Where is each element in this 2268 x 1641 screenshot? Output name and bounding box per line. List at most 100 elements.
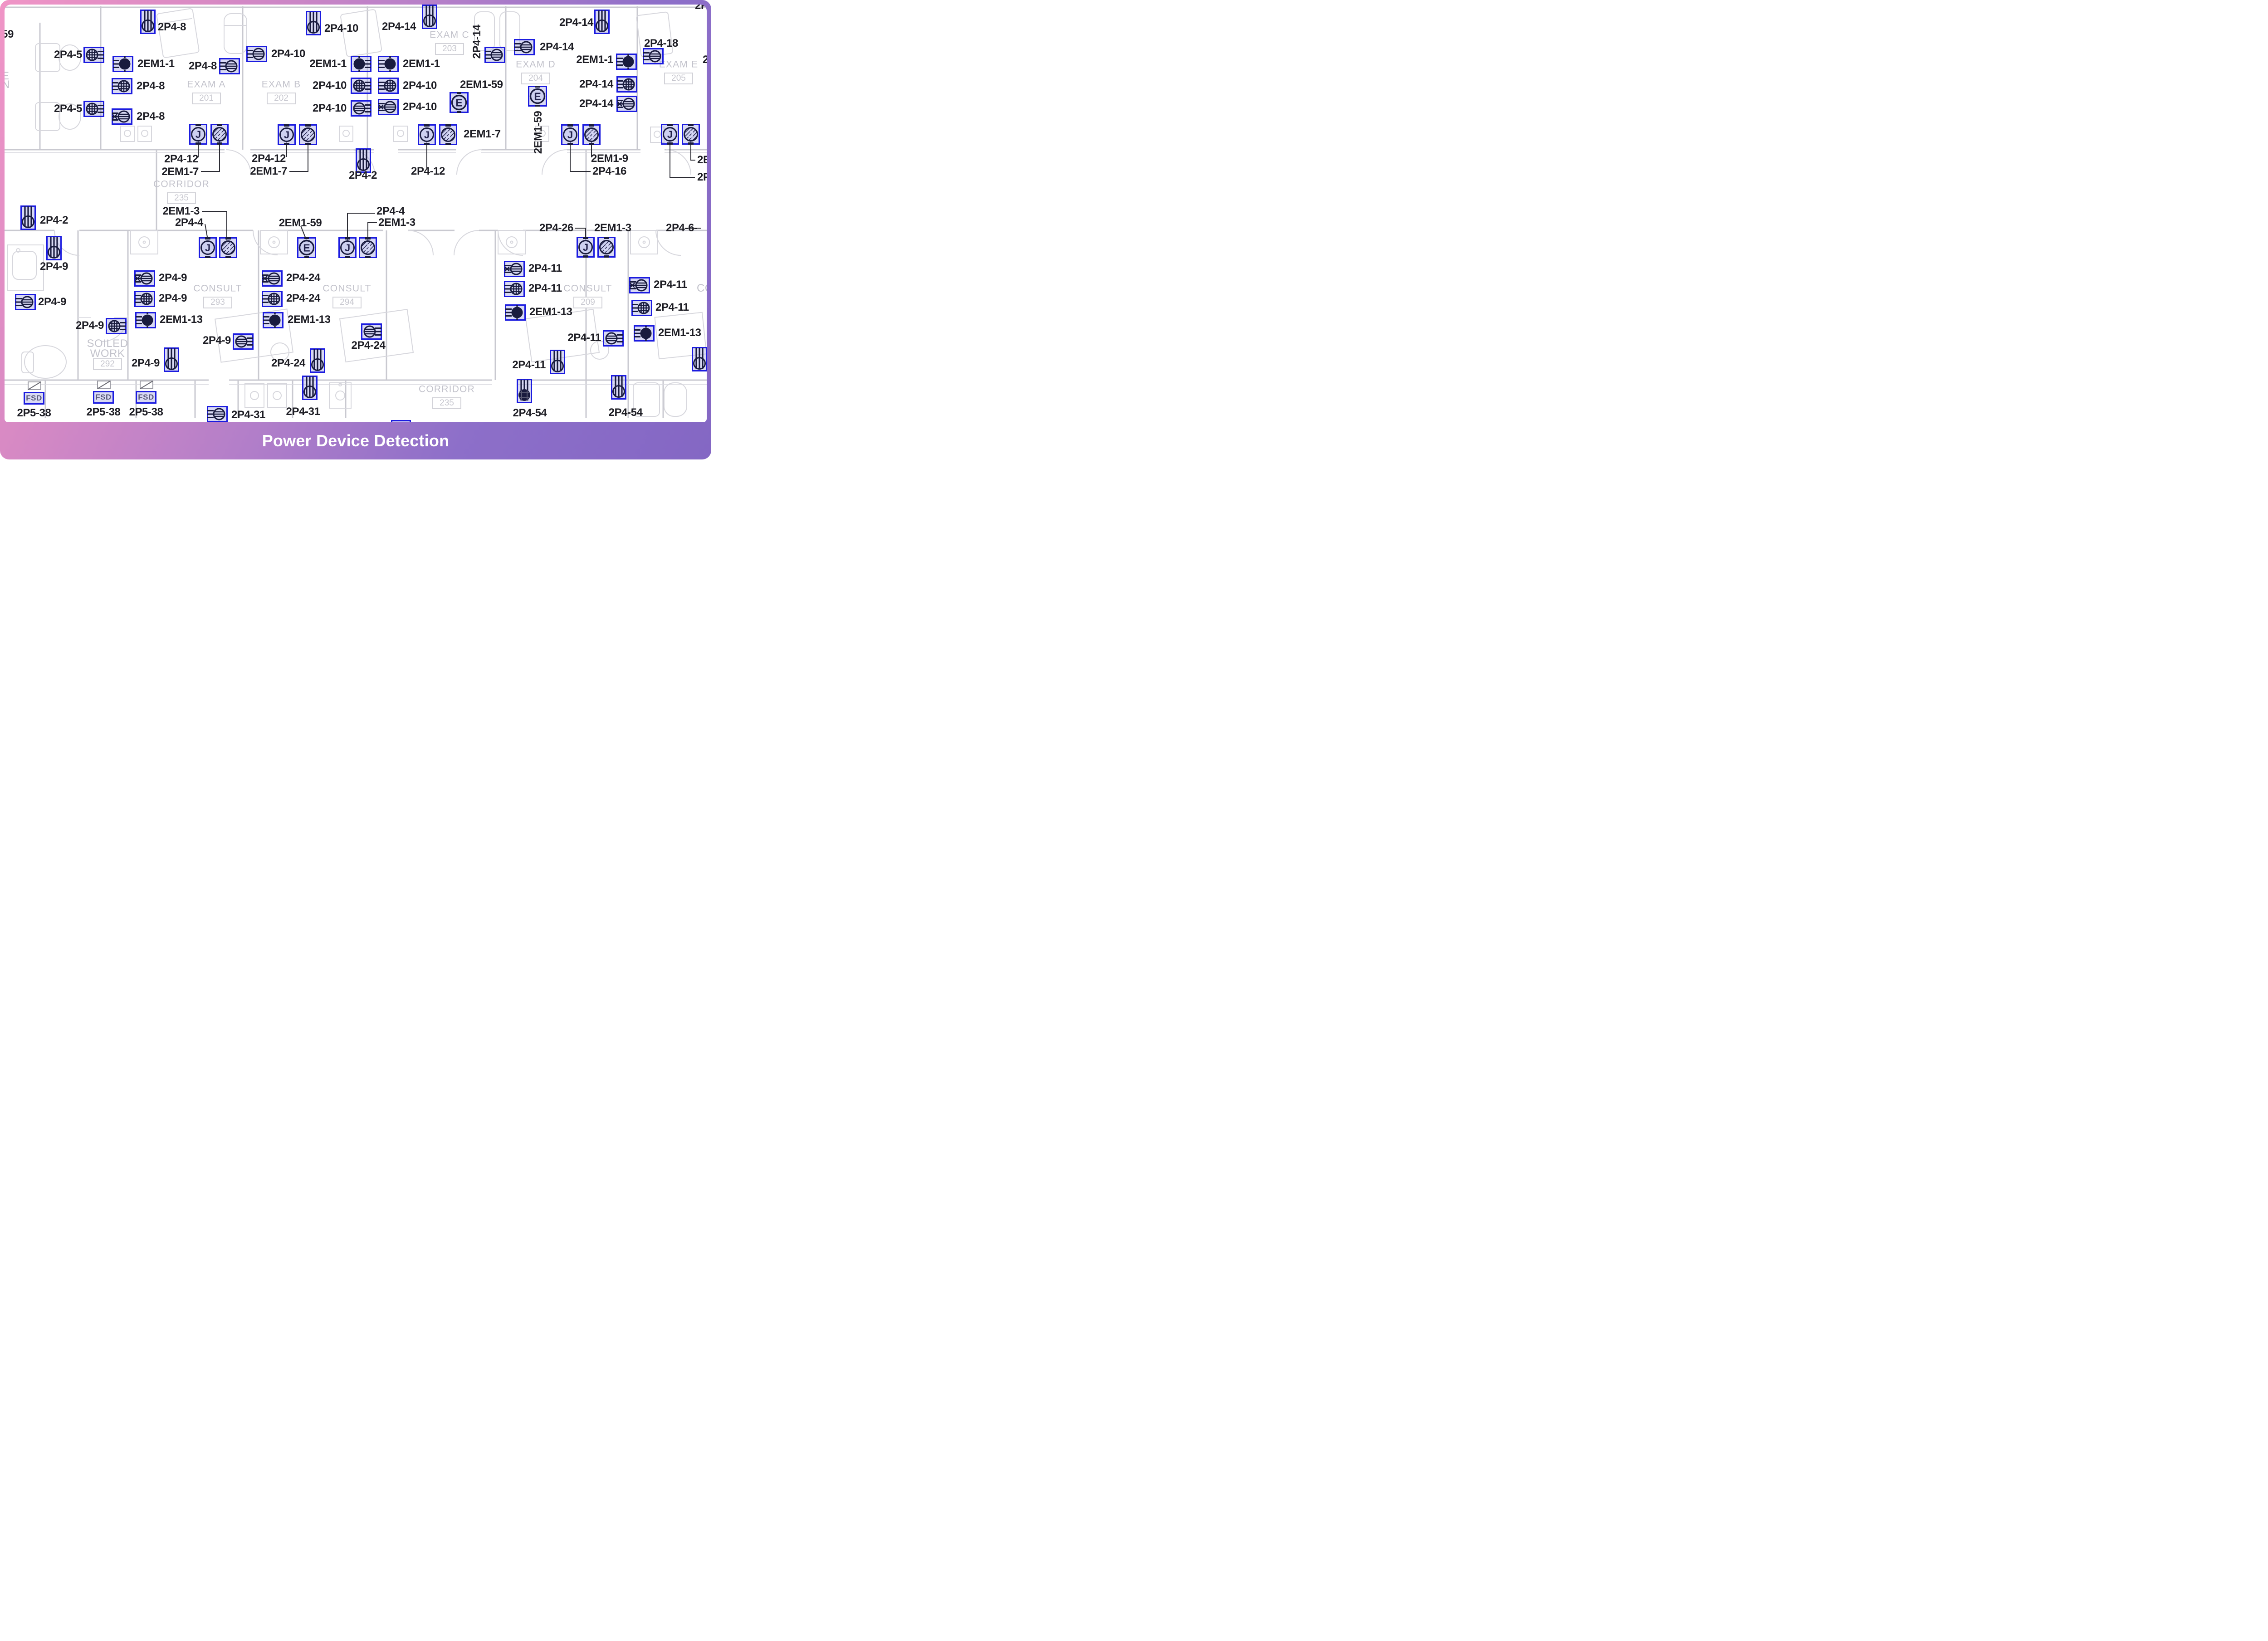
svg-text:E: E — [534, 91, 541, 103]
quad-receptacle-symbol — [83, 47, 104, 63]
room-label: CORRIDOR — [153, 179, 210, 190]
svg-text:E: E — [455, 97, 462, 109]
junction-box-symbol: J — [338, 237, 357, 258]
circuit-label: 2P4-24 — [351, 339, 386, 352]
circuit-label: 2P4-8 — [137, 110, 165, 122]
svg-text:J: J — [225, 242, 231, 254]
partial-room-label: CO — [697, 282, 707, 294]
room-label: CORRIDOR — [419, 384, 475, 395]
circuit-label: 2P4-8 — [158, 21, 186, 33]
junction-box-symbol: J — [199, 237, 217, 258]
fire-smoke-damper-symbol: FSD — [93, 381, 114, 404]
circuit-label: 2 — [703, 54, 707, 66]
junction-box-symbol: J — [661, 124, 679, 145]
ceiling-outlet-symbol — [611, 375, 626, 400]
emergency-receptacle-symbol — [351, 56, 371, 72]
svg-text:J: J — [217, 129, 222, 140]
circuit-label: 2P4-8 — [188, 60, 217, 72]
duplex-receptacle-x-symbol — [134, 270, 155, 287]
junction-box-hatched-symbol: J — [210, 124, 229, 145]
caption-bar: Power Device Detection — [0, 422, 711, 459]
junction-box-hatched-symbol: J — [597, 237, 616, 258]
circuit-label: 2P4-14 — [471, 24, 483, 59]
junction-box-symbol: J — [418, 124, 436, 145]
circuit-label: 2P4-9 — [131, 357, 160, 369]
circuit-label: 2P4-14 — [579, 78, 613, 90]
junction-box-hatched-symbol: J — [219, 237, 237, 258]
emergency-receptacle-symbol — [135, 312, 156, 328]
partial-device-box — [391, 420, 411, 422]
junction-box-hatched-symbol: J — [682, 124, 700, 145]
circuit-label: 2P4-11 — [655, 301, 689, 313]
room-number: 202 — [267, 93, 296, 104]
circuit-label: 2P4-9 — [39, 260, 68, 273]
ceiling-outlet-symbol — [302, 376, 318, 400]
circuit-label: 2P4-6- — [666, 222, 698, 234]
room-number: 294 — [332, 297, 362, 308]
circuit-label: 2P4-10 — [403, 101, 437, 113]
circuit-label: 2P4-11 — [528, 282, 562, 294]
circuit-label: 2P4-11 — [567, 332, 601, 344]
circuit-label: 2P — [697, 171, 707, 183]
svg-text:J: J — [305, 129, 311, 141]
emergency-receptacle-symbol — [634, 325, 655, 342]
circuit-label: 2P4-12 — [411, 165, 445, 177]
circuit-label: 2P4-9 — [75, 319, 104, 332]
svg-text:J: J — [445, 129, 451, 141]
circuit-label: 2P5-38 — [86, 406, 121, 418]
quad-receptacle-symbol — [351, 78, 371, 94]
circuit-label: 2P4-9 — [38, 296, 67, 308]
ceiling-outlet-symbol — [306, 11, 321, 35]
svg-text:J: J — [424, 129, 430, 141]
quad-receptacle-symbol — [504, 281, 525, 297]
ceiling-outlet-symbol — [692, 347, 707, 371]
partial-room-label: N — [5, 78, 10, 91]
circuit-label: 2P4-31 — [231, 409, 265, 421]
quad-receptacle-symbol — [134, 291, 155, 307]
circuit-label: 2P4-9 — [159, 292, 187, 304]
room-label: EXAM A — [187, 79, 226, 90]
ceiling-outlet-symbol — [140, 10, 156, 34]
circuit-label: 2P4-54 — [608, 406, 643, 419]
svg-text:J: J — [345, 242, 350, 254]
junction-box-symbol: J — [189, 124, 207, 145]
emergency-device-symbol: E — [297, 237, 316, 258]
room-label: CONSULT — [563, 283, 612, 294]
junction-box-hatched-symbol: J — [582, 124, 601, 145]
ceiling-outlet-hatched-symbol — [517, 379, 532, 403]
circuit-label: 2P4-10 — [403, 79, 437, 92]
ceiling-outlet-symbol — [46, 236, 62, 260]
quad-receptacle-symbol — [112, 78, 132, 94]
circuit-label: 2P4-14 — [559, 16, 593, 29]
duplex-receptacle-x-symbol — [616, 96, 637, 112]
quad-receptacle-symbol — [378, 78, 399, 94]
circuit-label: 2P4-2 — [348, 169, 377, 181]
circuit-label: 2P5-38 — [129, 406, 163, 418]
circuit-label: 2EM1-59 — [279, 217, 322, 229]
duplex-receptacle-symbol — [643, 48, 664, 64]
svg-text:J: J — [205, 242, 210, 254]
circuit-label: 2P4-10 — [271, 48, 305, 60]
svg-text:J: J — [688, 129, 694, 140]
svg-text:J: J — [196, 129, 201, 140]
fire-smoke-damper-symbol: FSD — [136, 381, 156, 404]
junction-box-symbol: J — [561, 124, 579, 145]
circuit-label: 2P4-31 — [286, 405, 320, 418]
junction-box-symbol: J — [278, 124, 296, 145]
room-label: CONSULT — [323, 283, 371, 294]
svg-text:J: J — [667, 129, 673, 140]
ceiling-outlet-symbol — [164, 347, 179, 372]
room-number: 201 — [192, 93, 221, 104]
room-label: EXAM D — [516, 59, 556, 70]
circuit-label: 2P4-14 — [579, 98, 613, 110]
duplex-receptacle-symbol — [233, 333, 254, 350]
room-label: EXAM B — [261, 79, 301, 90]
room-number: 205 — [664, 73, 693, 84]
circuit-label: 2EM1-59 — [460, 78, 503, 91]
junction-box-hatched-symbol: J — [359, 237, 377, 258]
circuit-label: 2EM1-13 — [658, 327, 701, 339]
circuit-label: 2P4-11 — [512, 359, 546, 371]
circuit-label: 2EM1-13 — [529, 306, 572, 318]
partial-room-label: E — [5, 70, 10, 82]
circuit-label: 2P4-14 — [540, 41, 574, 53]
